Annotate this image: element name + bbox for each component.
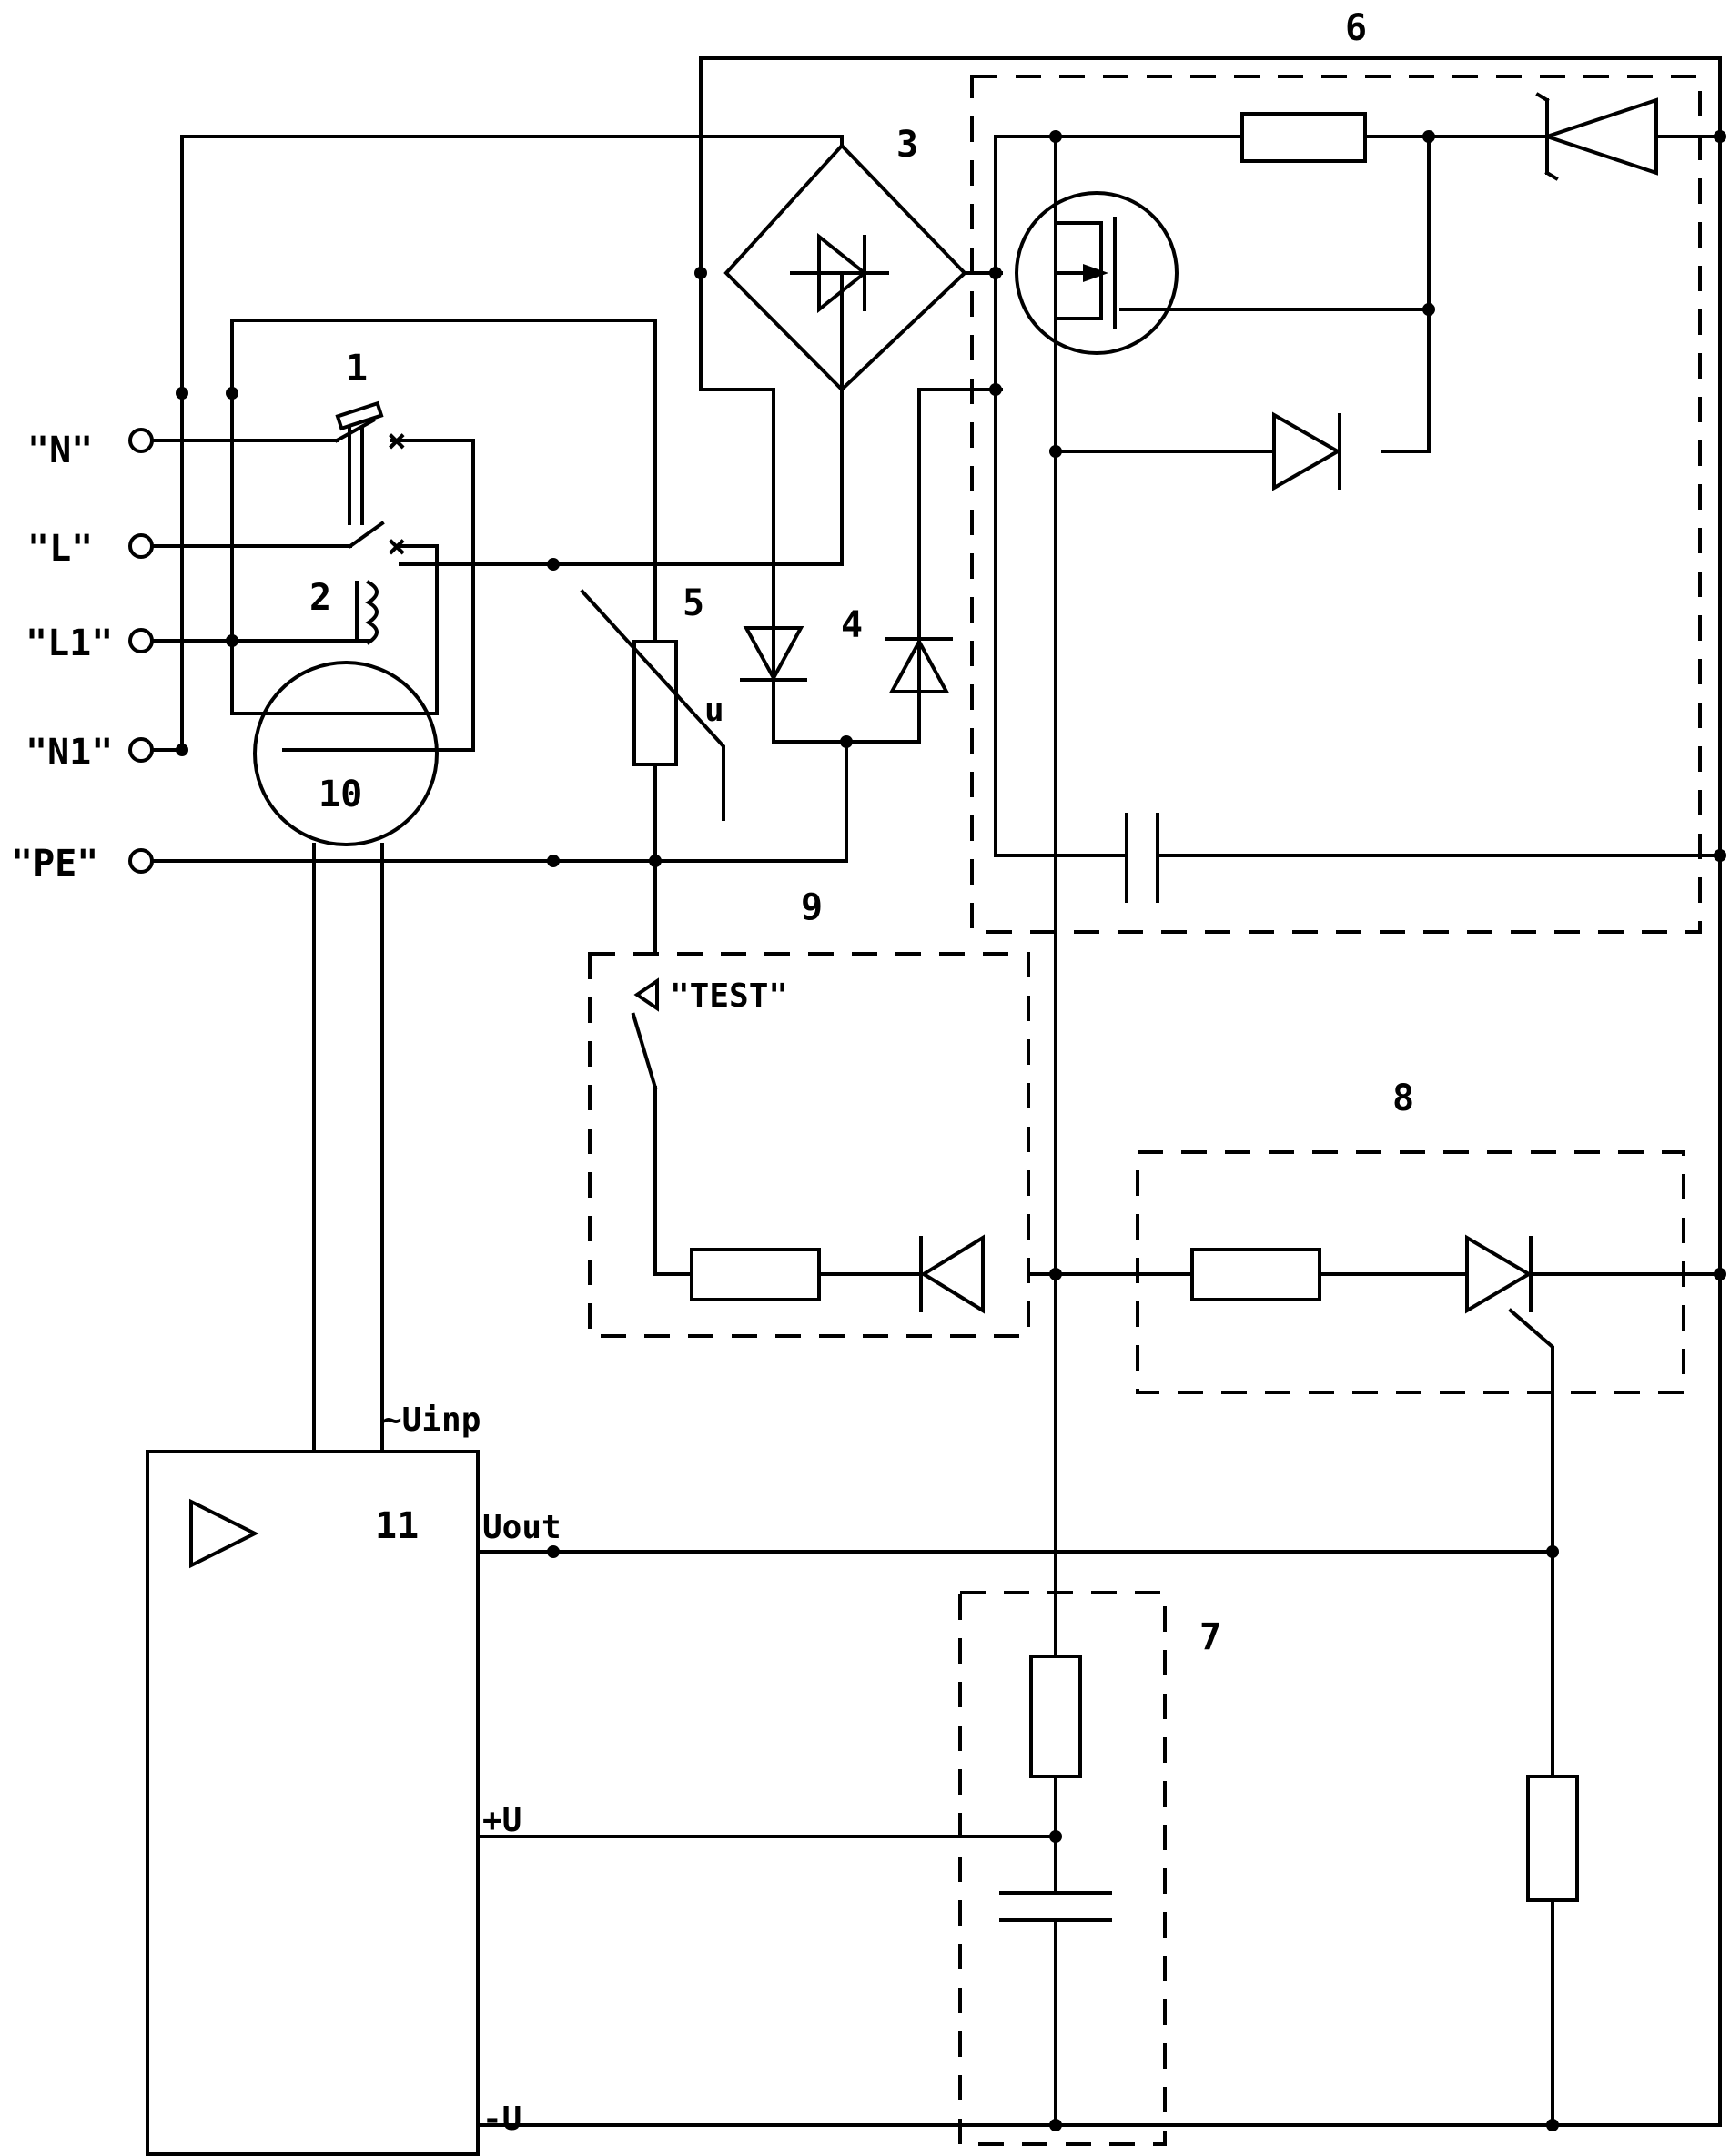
diode-d6	[1274, 415, 1340, 488]
current-transformer	[255, 663, 437, 845]
test-button[interactable]	[633, 981, 657, 1088]
signal-uout-label: Uout	[482, 1509, 561, 1546]
junction-dots	[176, 130, 1726, 2131]
diode-bridge	[726, 146, 965, 390]
block-label-2: 2	[309, 577, 331, 619]
resistor-r7	[1031, 1656, 1080, 1776]
block-label-4: 4	[841, 604, 863, 646]
signal-uinp-label: ~Uinp	[382, 1402, 481, 1439]
test-button-label: "TEST"	[670, 977, 788, 1015]
capacitor-c6	[1127, 815, 1158, 901]
block-label-11: 11	[375, 1505, 419, 1547]
resistor-r1	[1242, 114, 1365, 161]
resistor-load	[1528, 1776, 1577, 1900]
amplifier-block	[147, 1452, 478, 2154]
terminal-n-label: "N"	[27, 430, 93, 471]
varistor: u	[582, 592, 724, 819]
amplifier-triangle-icon	[191, 1502, 255, 1565]
contact-mark-l: ×	[387, 528, 407, 565]
terminal-n: "N"	[27, 430, 152, 471]
terminal-l1-label: "L1"	[25, 623, 113, 664]
resistor-r8	[1192, 1250, 1320, 1300]
zener-diode	[1538, 95, 1656, 178]
breaker-contacts: × ×	[337, 403, 407, 565]
block-6-outline	[972, 76, 1700, 932]
terminal-n1-label: "N1"	[25, 732, 113, 774]
terminal-pe-label: "PE"	[11, 843, 98, 885]
contact-mark-n: ×	[387, 422, 407, 460]
varistor-mark: u	[704, 692, 724, 729]
mosfet	[1017, 193, 1429, 353]
block-label-1: 1	[346, 348, 368, 390]
block-label-6: 6	[1345, 7, 1367, 49]
block-label-7: 7	[1199, 1616, 1221, 1658]
wiring	[152, 58, 1720, 2125]
block-label-5: 5	[683, 582, 704, 624]
signal-plus-u-label: +U	[482, 1802, 521, 1839]
thyristor	[1467, 1238, 1531, 1311]
capacitor-c7	[1001, 1893, 1110, 1920]
terminal-pe: "PE"	[11, 843, 152, 885]
terminal-l: "L"	[27, 528, 152, 570]
block-label-3: 3	[896, 124, 918, 166]
block-label-8: 8	[1392, 1078, 1414, 1119]
terminal-l-label: "L"	[27, 528, 93, 570]
terminal-n1: "N1"	[25, 732, 152, 774]
resistor-r9	[692, 1250, 819, 1300]
release-coil	[357, 582, 377, 643]
terminal-l1: "L1"	[25, 623, 152, 664]
block-label-9: 9	[801, 886, 823, 928]
diode-d9	[921, 1238, 983, 1311]
signal-minus-u-label: -U	[482, 2100, 521, 2138]
block-label-10: 10	[319, 774, 362, 815]
